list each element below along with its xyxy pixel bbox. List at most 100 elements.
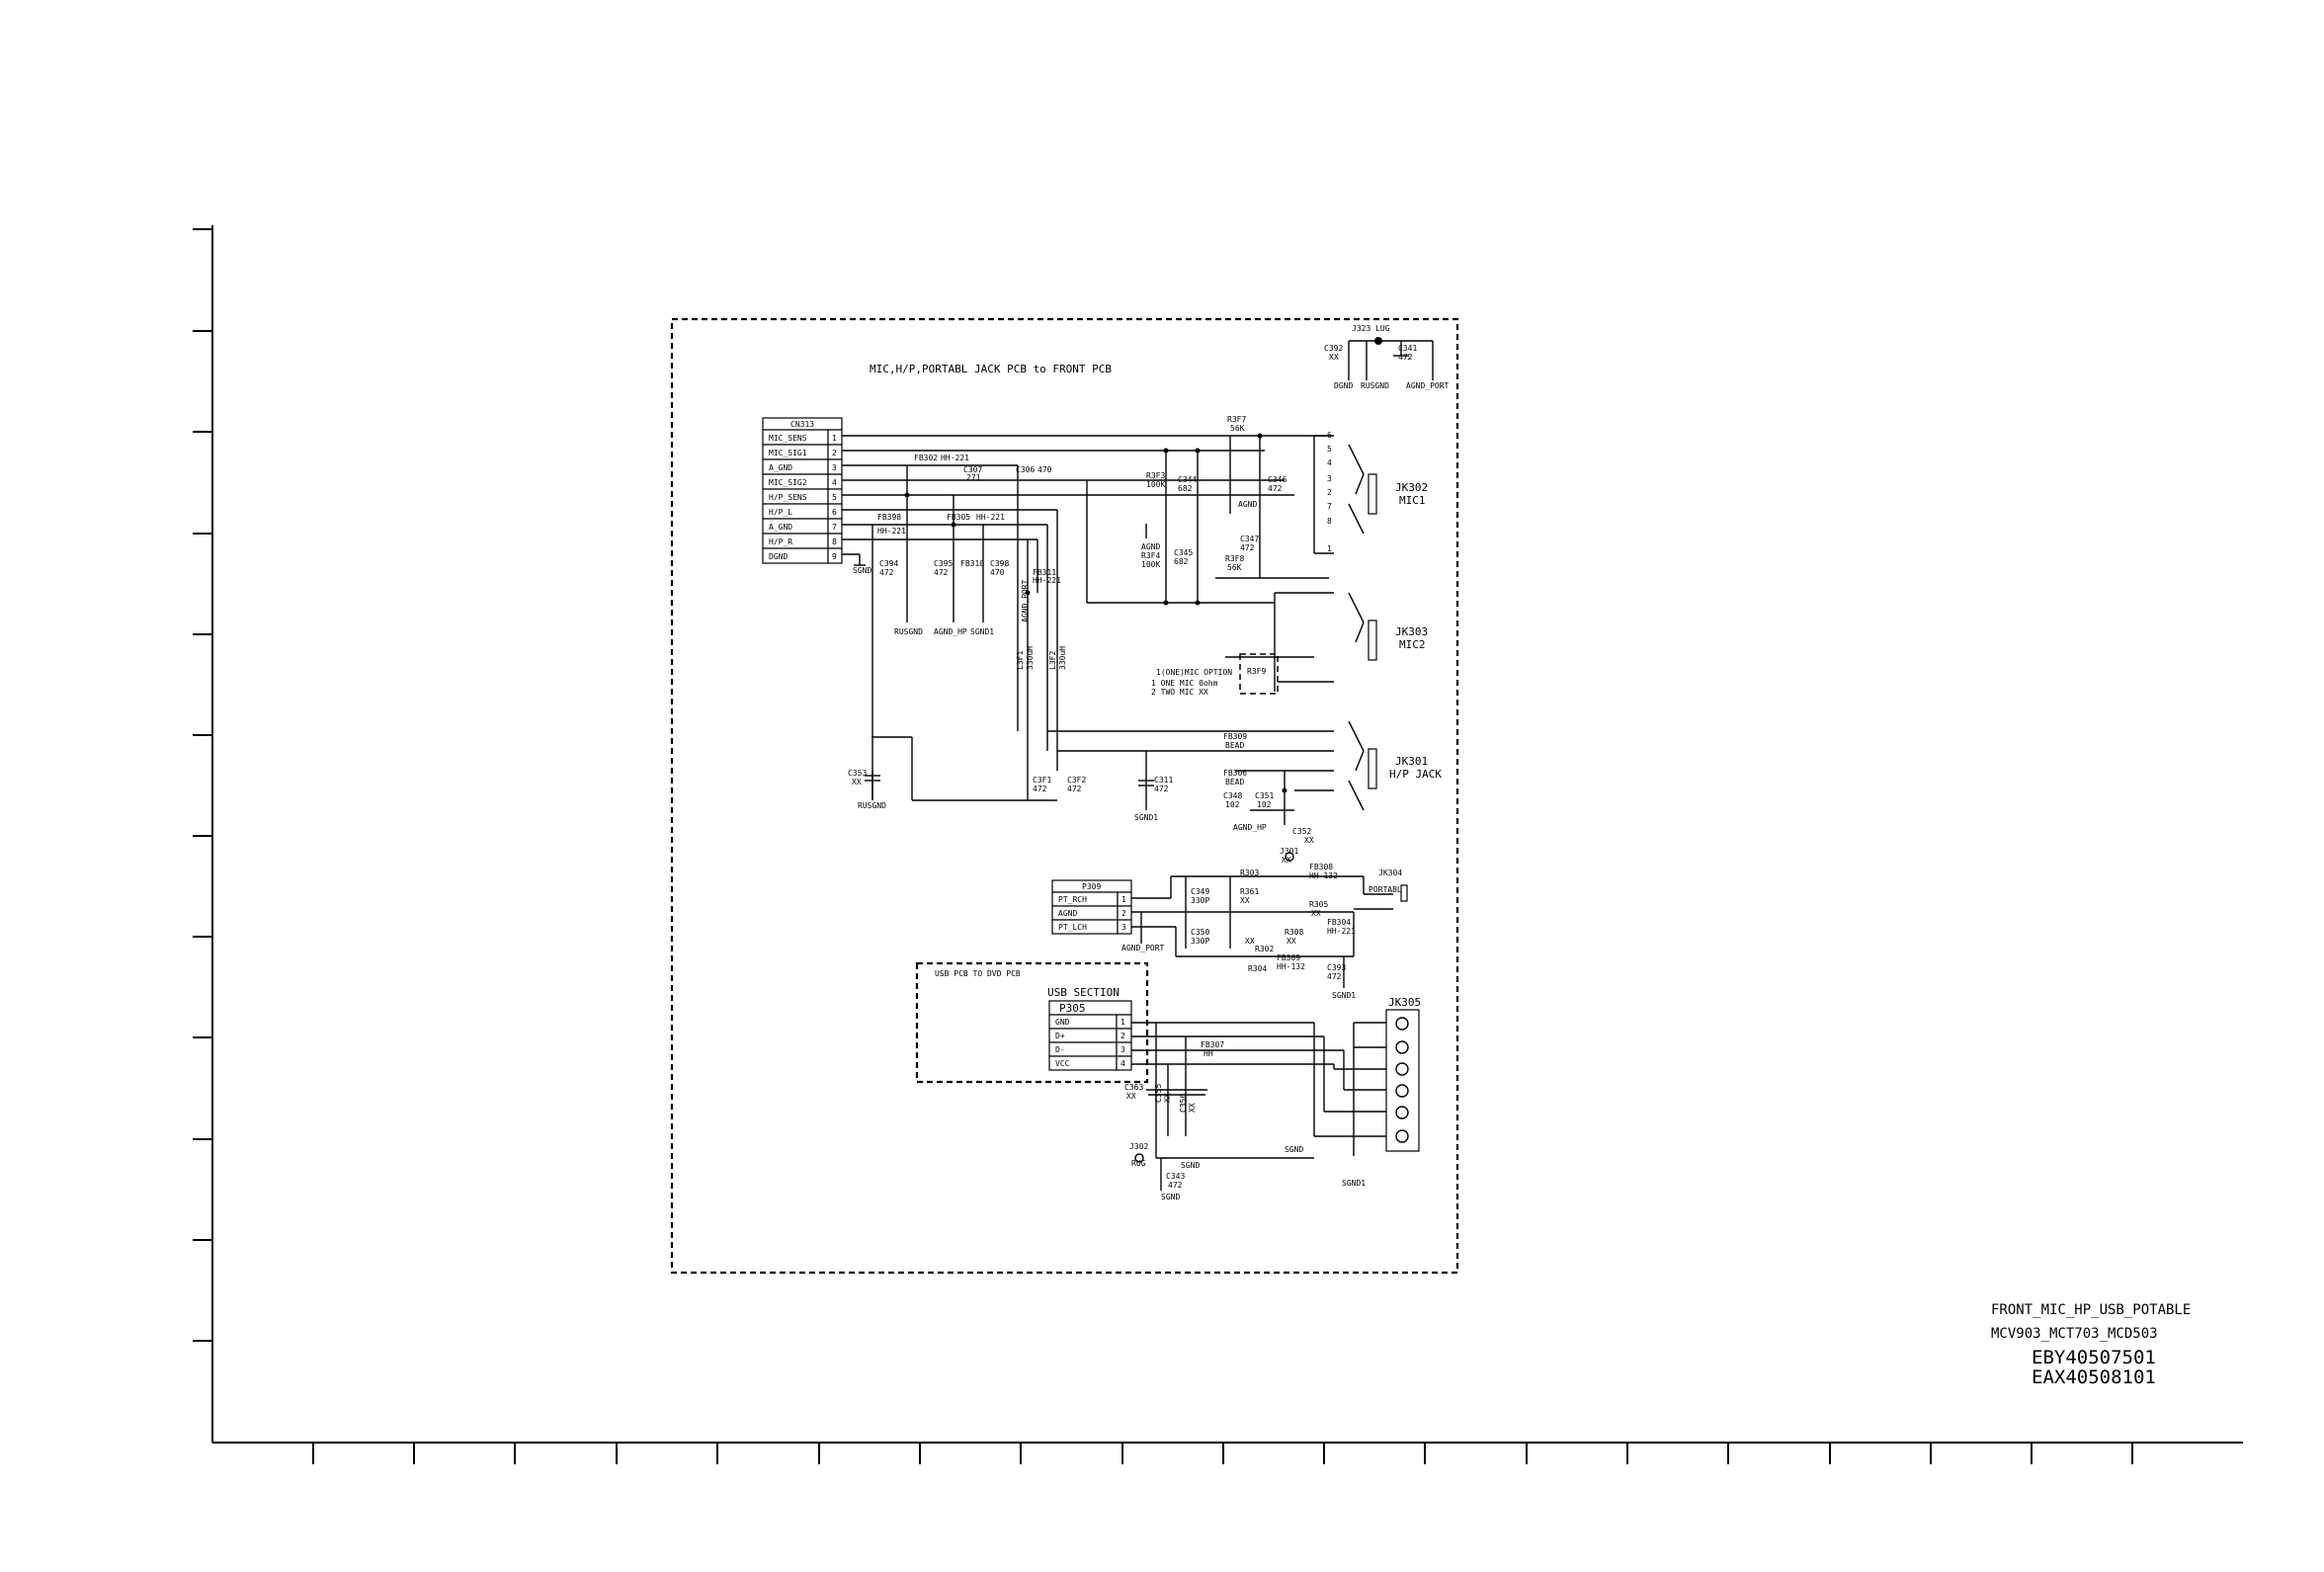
c3f1-label: C3F1 [1033, 776, 1051, 785]
jk303-ref: JK303 [1395, 625, 1428, 638]
p309-pin-number: 1 [1121, 895, 1126, 904]
jk303-jack: JK303 MIC2 1(ONE)MIC OPTION 1 ONE MIC 0o… [1151, 592, 1428, 697]
c346-value: 472 [1268, 484, 1283, 493]
fb304-value: HH-221 [1327, 927, 1356, 936]
c348-label: C348 [1223, 791, 1242, 800]
fb307-value: HH [1204, 1049, 1213, 1058]
p305-pin-name: GND [1055, 1018, 1070, 1027]
p309-pin-number: 2 [1121, 909, 1126, 918]
usb-board-title: USB PCB TO DVD PCB [935, 969, 1021, 978]
p305-pin-name: D+ [1055, 1032, 1065, 1040]
l3f2-label: L3F2 [1048, 651, 1057, 670]
p305-ref: P305 [1059, 1002, 1086, 1015]
c3f2-value: 472 [1067, 785, 1082, 793]
sheet-frame [193, 225, 2243, 1464]
fb398-value: HH-221 [877, 527, 906, 536]
c356-value: XX [1188, 1103, 1197, 1113]
c398-value: 470 [990, 568, 1005, 577]
c350-value: 330P [1191, 937, 1209, 946]
jk305-ref: JK305 [1388, 996, 1421, 1009]
c350-label: C350 [1191, 928, 1209, 937]
c343-label: C343 [1166, 1172, 1185, 1181]
c353-label: C353 [848, 769, 867, 778]
p309-pin-name: AGND [1058, 909, 1077, 918]
jk302-pin-8: 8 [1327, 517, 1332, 526]
jk302-pin-3: 3 [1327, 474, 1332, 483]
r3f8-label: R3F8 [1225, 554, 1244, 563]
jk305-pin-4 [1395, 1084, 1409, 1098]
c307-value: 271 [966, 473, 981, 482]
fb304-label: FB304 [1327, 918, 1351, 927]
cn313-pin-name: A_GND [769, 523, 792, 532]
fb309-label: FB309 [1223, 732, 1247, 741]
c352-value: XX [1304, 836, 1314, 845]
j301-pad [1285, 852, 1294, 862]
j302-value: RUG [1131, 1159, 1146, 1168]
rusgnd3-label: RUSGND [858, 801, 886, 810]
cn313-pin-name: MIC_SIG1 [769, 449, 807, 457]
c307-label: C307 [963, 465, 982, 474]
main-board-title: MIC,H/P,PORTABL JACK PCB to FRONT PCB [870, 363, 1112, 375]
c392-value: XX [1329, 353, 1339, 362]
sgnd3-label: SGND1 [1332, 991, 1356, 1000]
usb-section-title: USB SECTION [1047, 986, 1120, 999]
jk302-body [1368, 473, 1377, 515]
cn313-pin-number: 1 [832, 434, 837, 443]
p309-ref: P309 [1082, 882, 1101, 891]
agnd-port-label: AGND_PORT [1406, 381, 1450, 390]
jk301-jack: JK301 H/P JACK FB309 BEAD FB306 BEAD C34… [1047, 720, 1442, 845]
r3f7-label: R3F7 [1227, 415, 1246, 424]
fb302-label: FB302 [914, 454, 938, 462]
r3f9-label: R3F9 [1247, 667, 1266, 676]
cn313-pin-number: 5 [832, 493, 837, 502]
jk305-pin-3 [1395, 1062, 1409, 1076]
l3f1-label: L3F1 [1016, 651, 1025, 670]
fb308-label: FB308 [1309, 863, 1333, 871]
agndport3-label: AGND_PORT [1121, 944, 1165, 952]
r302-label: R302 [1255, 945, 1274, 953]
c306-value: 470 [1038, 465, 1052, 474]
fb311-label: FB311 [1033, 568, 1056, 577]
r3f8-value: 56K [1227, 563, 1242, 572]
j323-label: J323 LUG [1352, 324, 1390, 333]
jk302-pin-1: 1 [1327, 544, 1332, 553]
jk303-label: MIC2 [1399, 638, 1426, 651]
fb306-label: FB306 [1223, 769, 1247, 778]
jk305-pin-5 [1395, 1106, 1409, 1119]
r305-label: R305 [1309, 900, 1328, 909]
c393-value: 472 [1327, 972, 1342, 981]
fb309b-label: FB309 [1277, 953, 1300, 962]
jk301-label: H/P JACK [1389, 768, 1442, 781]
c341-label: C341 [1398, 344, 1417, 353]
c306-label: C306 [1016, 465, 1035, 474]
l3f2-value: 330uH [1058, 646, 1067, 670]
jk302-label: MIC1 [1399, 494, 1426, 507]
sgnd1-label: SGND1 [970, 627, 994, 636]
jk302-pin-5: 5 [1327, 445, 1332, 454]
fb305-label: FB305 [947, 513, 970, 522]
cn313-wiring [842, 435, 1329, 566]
c341-value: 472 [1398, 353, 1413, 362]
r302-value: XX [1245, 937, 1255, 946]
jk305-body [1385, 1009, 1420, 1152]
c345-value: 682 [1174, 557, 1189, 566]
title-line-1: FRONT_MIC_HP_USB_POTABLE [1991, 1302, 2191, 1318]
lug-area: J323 LUG C392 XX C341 472 DGND RUSGND AG… [1324, 324, 1450, 390]
rusgnd-label: RUSGND [1361, 381, 1389, 390]
jk304-ref: JK304 [1378, 869, 1402, 877]
jk302-ref: JK302 [1395, 481, 1428, 494]
jk302-pin-2: 2 [1327, 488, 1332, 497]
agnd-label: AGND [1238, 500, 1257, 509]
p305-pin-number: 4 [1120, 1059, 1125, 1068]
title-block: FRONT_MIC_HP_USB_POTABLE MCV903_MCT703_M… [1991, 1302, 2191, 1388]
jk301-ref: JK301 [1395, 755, 1428, 768]
c356-label: C356 [1179, 1094, 1188, 1113]
cn313-pin-name: MIC_SIG2 [769, 478, 807, 487]
c355-label: C355 [1154, 1084, 1163, 1103]
c345-label: C345 [1174, 548, 1193, 557]
sgnd4-label: SGND [1181, 1161, 1200, 1170]
mid-resistor-network: R3F7 56K R3F3 100K C344 682 C346 472 AGN… [1086, 415, 1329, 606]
title-line-3: EBY40507501 [2032, 1347, 2156, 1368]
